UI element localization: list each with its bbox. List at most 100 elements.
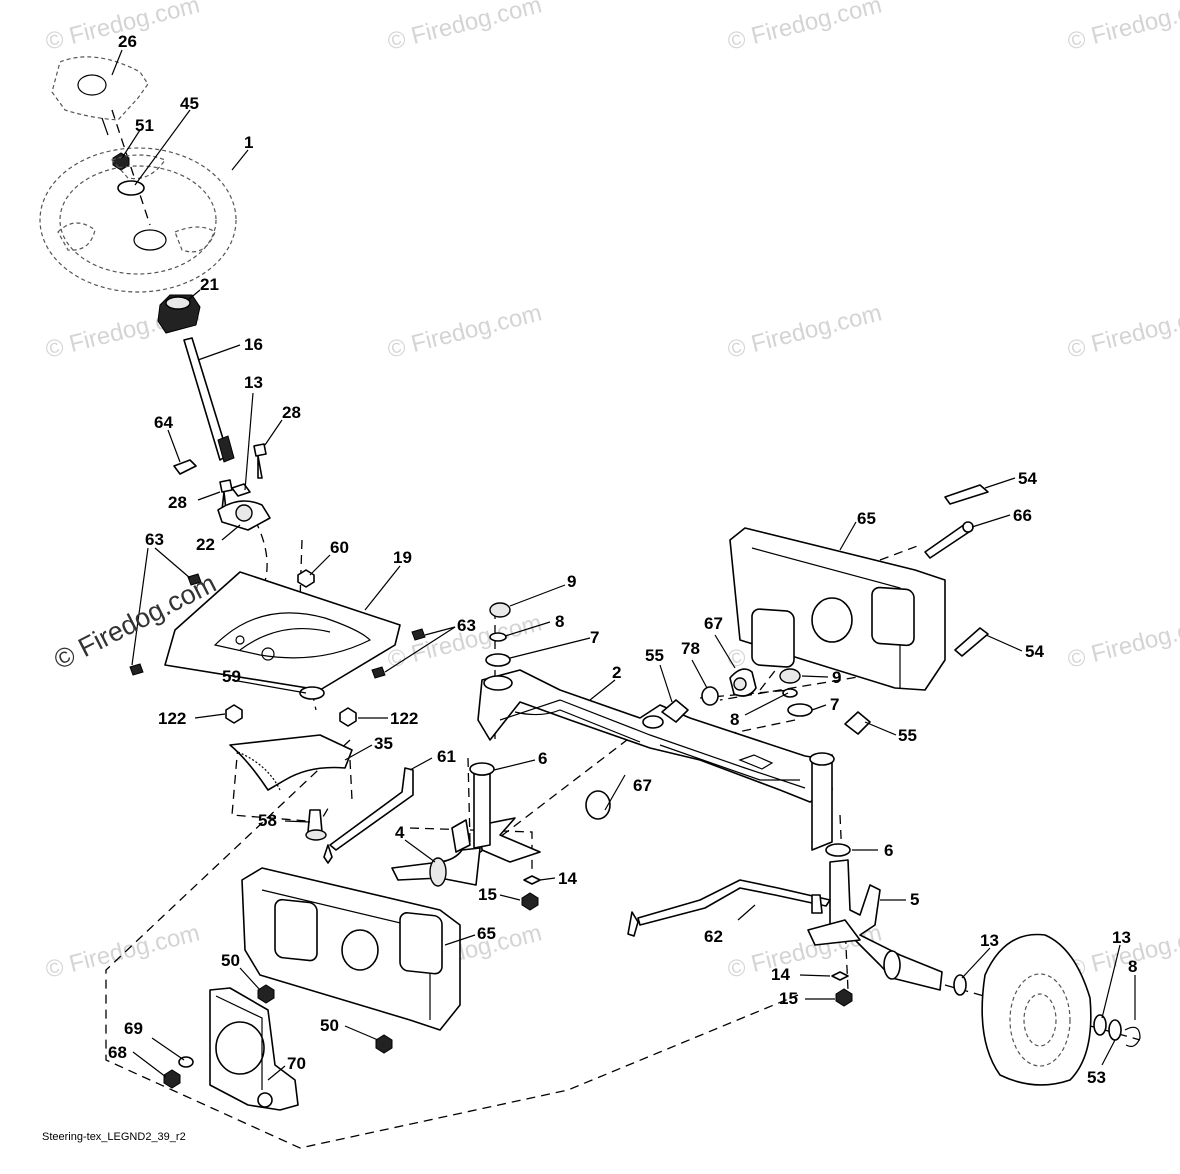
callout-6: 6 xyxy=(884,841,893,860)
bushing-6b xyxy=(825,843,851,857)
leader-lines xyxy=(111,49,1136,1081)
watermark-layer: © Firedog.com © Firedog.com © Firedog.co… xyxy=(43,0,1180,984)
watermark: © Firedog.com xyxy=(1065,299,1180,363)
callout-78: 78 xyxy=(681,639,700,658)
callout-63: 63 xyxy=(145,530,164,549)
callout-60: 60 xyxy=(330,538,349,557)
callout-4: 4 xyxy=(395,823,405,842)
nut-50a xyxy=(257,984,275,1004)
callout-21: 21 xyxy=(200,275,219,294)
left-front-support xyxy=(163,867,461,1111)
bushing-13a xyxy=(231,483,251,497)
callout-70: 70 xyxy=(287,1054,306,1073)
cap-screw xyxy=(101,117,109,136)
callout-35: 35 xyxy=(374,734,393,753)
drag-link-61 xyxy=(329,767,414,851)
callout-8: 8 xyxy=(1128,957,1137,976)
callout-68: 68 xyxy=(108,1043,127,1062)
callout-9: 9 xyxy=(832,668,841,687)
cap-hole xyxy=(77,74,107,96)
steering-wheel-1 xyxy=(39,147,237,293)
callout-63: 63 xyxy=(457,616,476,635)
callout-22: 22 xyxy=(196,535,215,554)
steering-wheel-assembly xyxy=(39,56,271,531)
callout-65: 65 xyxy=(477,924,496,943)
washer-59 xyxy=(299,686,325,700)
callout-58: 58 xyxy=(258,811,277,830)
callout-61: 61 xyxy=(437,747,456,766)
screw-63a xyxy=(187,573,202,586)
screw-63b xyxy=(129,663,144,676)
spacer-78 xyxy=(701,686,719,706)
clip-8c xyxy=(1124,1026,1141,1048)
callout-53: 53 xyxy=(1087,1068,1106,1087)
callout-7: 7 xyxy=(590,628,599,647)
nut-14b xyxy=(831,971,849,981)
callout-69: 69 xyxy=(124,1019,143,1038)
bolt-54b xyxy=(954,627,989,657)
watermark: © Firedog.com xyxy=(385,0,545,56)
callout-labels: 26 45 51 1 21 16 13 28 64 28 22 63 60 19… xyxy=(108,32,1137,1087)
bolt-28a xyxy=(253,443,267,479)
nut-15a xyxy=(521,892,539,911)
watermark: © Firedog.com xyxy=(1065,609,1180,673)
callout-67: 67 xyxy=(633,776,652,795)
bolt-58 xyxy=(307,809,323,833)
watermark: © Firedog.com xyxy=(43,919,203,983)
drawing-caption: Steering-tex_LEGND2_39_r2 xyxy=(42,1131,186,1143)
washer-7b xyxy=(787,703,813,717)
callout-1: 1 xyxy=(244,133,253,152)
callout-55: 55 xyxy=(898,726,917,745)
watermark: © Firedog.com xyxy=(1065,0,1180,56)
clip-8a xyxy=(489,632,507,642)
nut-15b xyxy=(835,988,853,1007)
callout-122: 122 xyxy=(158,709,186,728)
callout-19: 19 xyxy=(393,548,412,567)
callout-8: 8 xyxy=(730,710,739,729)
callout-8: 8 xyxy=(555,612,564,631)
screw-63d xyxy=(371,666,386,679)
callout-67: 67 xyxy=(704,614,723,633)
watermark: © Firedog.com xyxy=(725,0,885,56)
callout-15: 15 xyxy=(779,989,798,1008)
right-steering-linkage xyxy=(627,843,1141,1086)
nut-14a xyxy=(523,875,541,885)
cap-9a xyxy=(489,602,511,618)
callout-50: 50 xyxy=(221,951,240,970)
callout-5: 5 xyxy=(910,890,919,909)
callout-122: 122 xyxy=(390,709,418,728)
callout-15: 15 xyxy=(478,885,497,904)
callout-64: 64 xyxy=(154,413,173,432)
callout-65: 65 xyxy=(857,509,876,528)
cap-9b xyxy=(779,668,801,684)
screw-63c xyxy=(411,628,426,641)
nut-122b xyxy=(339,707,357,727)
callout-51: 51 xyxy=(135,116,154,135)
callout-13: 13 xyxy=(244,373,263,392)
washer-53 xyxy=(1108,1019,1122,1041)
callout-14: 14 xyxy=(771,965,790,984)
callout-16: 16 xyxy=(244,335,263,354)
bracket-64 xyxy=(173,459,197,475)
bushing-6a xyxy=(469,762,495,776)
callout-28: 28 xyxy=(282,403,301,422)
washer-13c xyxy=(1093,1014,1107,1036)
callout-6: 6 xyxy=(538,749,547,768)
wheel-hub xyxy=(133,229,167,251)
washer-7a xyxy=(485,653,511,667)
clip-8b xyxy=(782,688,798,698)
bushing-55b xyxy=(844,711,871,735)
callout-59: 59 xyxy=(222,667,241,686)
watermark: © Firedog.com xyxy=(725,299,885,363)
callout-26: 26 xyxy=(118,32,137,51)
bolt-54a xyxy=(944,484,989,505)
callout-55: 55 xyxy=(645,646,664,665)
nut-122a xyxy=(225,704,243,724)
pivot-67b xyxy=(585,790,611,820)
callout-2: 2 xyxy=(612,663,621,682)
callout-13: 13 xyxy=(980,931,999,950)
steering-cap-outline xyxy=(51,56,149,121)
washer-13b xyxy=(953,974,967,996)
callout-66: 66 xyxy=(1013,506,1032,525)
